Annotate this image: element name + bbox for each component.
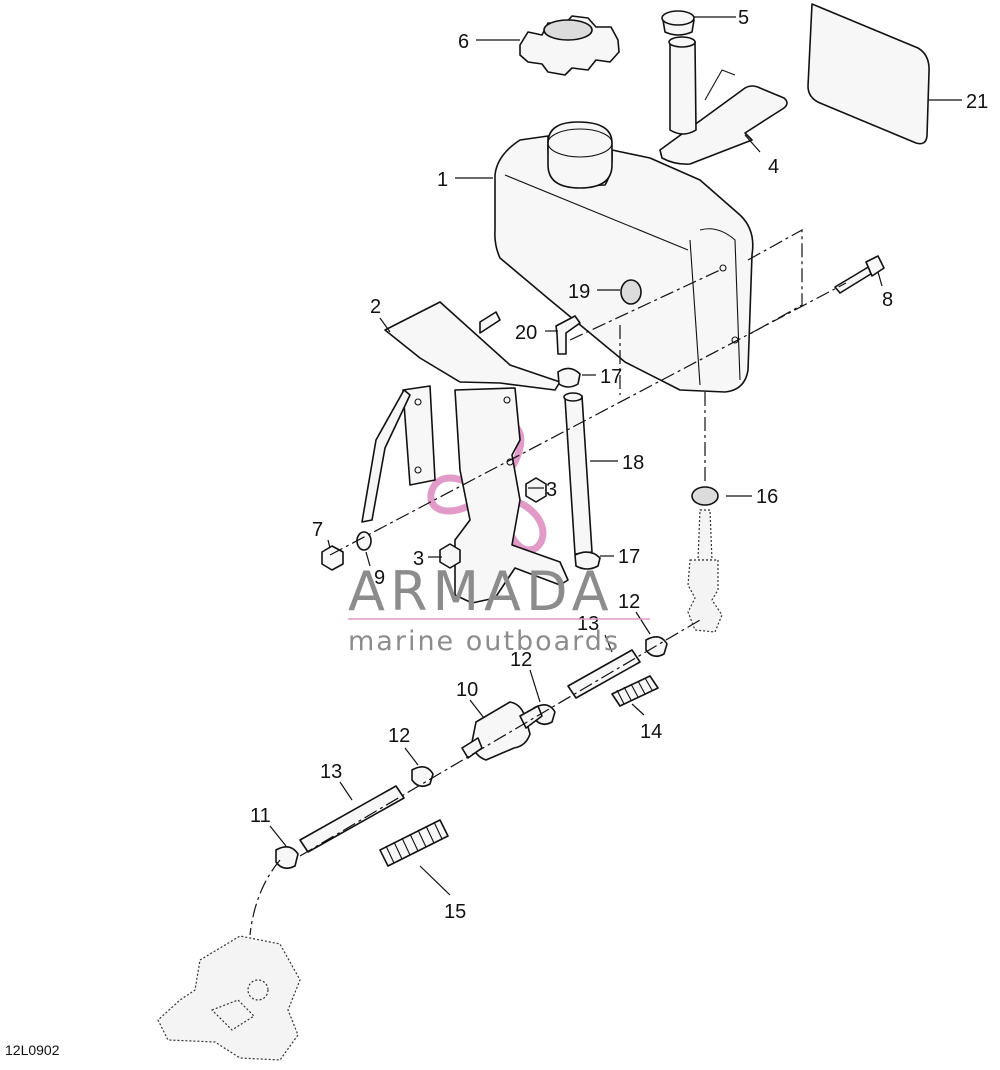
- fuel-tank-part: [494, 121, 754, 393]
- callout-3-lower: 3: [413, 548, 424, 570]
- callout-1: 1: [437, 169, 448, 191]
- cap-plug-part: [661, 10, 695, 36]
- callout-17-upper: 17: [600, 366, 622, 388]
- callout-12-upper: 12: [618, 591, 640, 613]
- hose-upper-part: [567, 649, 641, 699]
- callout-4: 4: [768, 156, 779, 178]
- callout-12-lower: 12: [388, 725, 410, 747]
- watermark-brand: ARMADA: [348, 560, 614, 623]
- callout-3-upper: 3: [546, 479, 557, 501]
- clamp-12-lower-part: [411, 766, 434, 788]
- leader-lines: [269, 16, 962, 896]
- callout-16: 16: [756, 486, 778, 508]
- elbow-fitting-part: [555, 315, 581, 355]
- decal-part: [807, 3, 930, 145]
- callout-9: 9: [374, 567, 385, 589]
- callout-20: 20: [515, 322, 537, 344]
- centerline-line: [299, 619, 701, 857]
- fuel-hose-part: [564, 395, 593, 555]
- filler-bracket-part: [659, 36, 788, 165]
- centerline-bracket: [747, 228, 803, 336]
- tank-bolt-part: [834, 255, 885, 294]
- fuel-pump-part: [157, 935, 301, 1061]
- nut-upper-part: [525, 477, 547, 503]
- callout-19: 19: [568, 281, 590, 303]
- grommet-part: [620, 279, 642, 305]
- callout-11: 11: [250, 805, 271, 827]
- hose-lower-part: [299, 785, 405, 853]
- nut-lower-part: [439, 543, 461, 569]
- spring-small-part: [611, 675, 659, 707]
- callout-18: 18: [622, 452, 644, 474]
- callout-21: 21: [966, 91, 988, 113]
- callout-13-lower: 13: [320, 761, 342, 783]
- callout-10: 10: [456, 679, 478, 701]
- centerline-pump: [249, 859, 281, 936]
- callout-15: 15: [444, 901, 466, 923]
- spring-large-part: [379, 819, 449, 867]
- callout-12-middle: 12: [510, 649, 532, 671]
- callout-5: 5: [738, 7, 749, 29]
- hose-end-top: [563, 392, 583, 402]
- fuel-cap-part: [519, 15, 620, 76]
- callout-17-lower: 17: [618, 546, 640, 568]
- hose-clamp-lower-part: [574, 551, 601, 570]
- locknut-part: [321, 545, 344, 571]
- fuel-filter-part: [461, 701, 543, 761]
- hose-clamp-upper-part: [557, 367, 581, 388]
- callout-2: 2: [370, 296, 381, 318]
- figure-code: 12L0902: [5, 1042, 60, 1058]
- fuel-pickup-part: [687, 486, 723, 633]
- watermark-tagline: marine outboards: [348, 626, 620, 657]
- callout-7: 7: [312, 519, 323, 541]
- callout-6: 6: [458, 31, 469, 53]
- tank-bracket-part: [361, 301, 569, 604]
- clamp-12-upper-part: [645, 636, 668, 658]
- centerline-fitting: [569, 269, 721, 341]
- callout-14: 14: [640, 721, 662, 743]
- clamp-11-part: [275, 846, 299, 870]
- callout-8: 8: [882, 289, 893, 311]
